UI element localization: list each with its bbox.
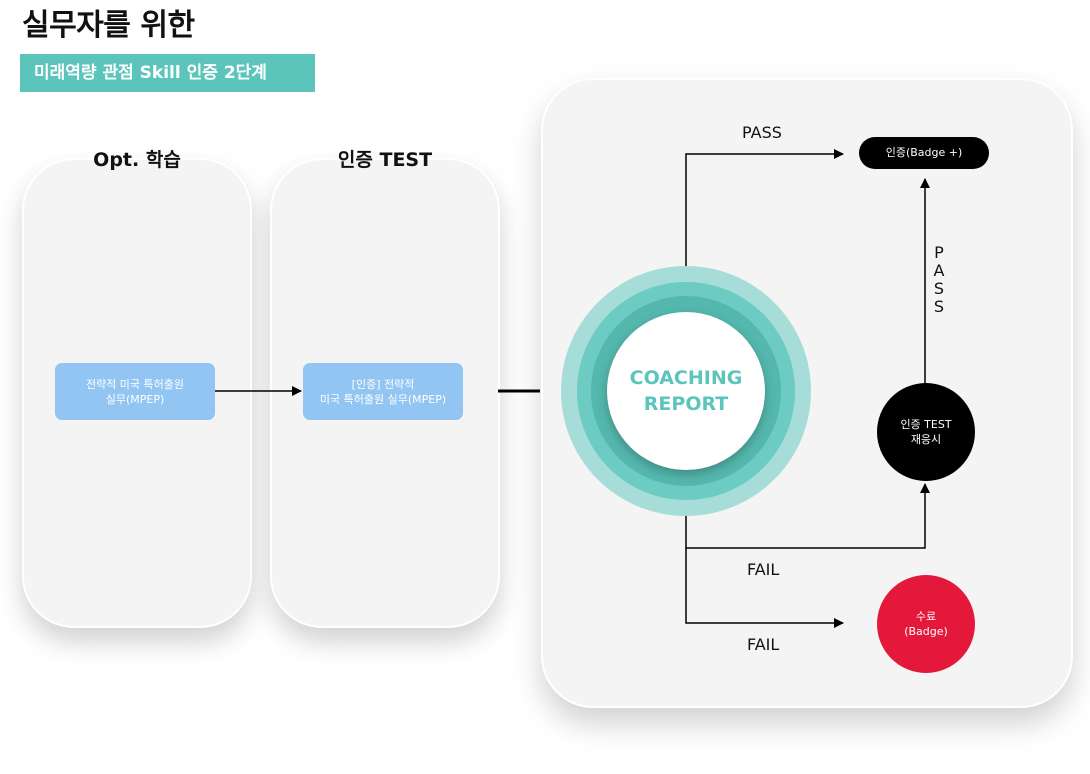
coaching-report-rings: COACHING REPORT xyxy=(561,266,811,516)
pass-label-top: PASS xyxy=(742,123,782,142)
retest-line-2: 재응시 xyxy=(910,433,942,446)
test-course-line-2: 미국 특허출원 실무(MPEP) xyxy=(319,392,447,406)
completion-line-2: (Badge) xyxy=(904,625,948,638)
test-course-box: [인증] 전략적 미국 특허출원 실무(MPEP) xyxy=(303,363,463,420)
study-course-line-1: 전략적 미국 특허출원 xyxy=(85,377,185,391)
coaching-label: COACHING xyxy=(629,367,743,389)
pass-label-vertical: PASS xyxy=(933,243,945,316)
badge-plus-node: 인증(Badge +) xyxy=(859,137,989,169)
completion-line-1: 수료 xyxy=(915,610,937,623)
retest-node: 인증 TEST 재응시 xyxy=(877,383,975,481)
study-course-line-2: 실무(MPEP) xyxy=(105,392,165,406)
study-course-box: 전략적 미국 특허출원 실무(MPEP) xyxy=(55,363,215,420)
fail-label-retest: FAIL xyxy=(747,560,780,579)
test-course-line-1: [인증] 전략적 xyxy=(351,377,415,391)
fail-label-complete: FAIL xyxy=(747,635,780,654)
page-title: 실무자를 위한 xyxy=(22,8,195,43)
study-panel-title: Opt. 학습 xyxy=(93,149,181,171)
subtitle-tag: 미래역량 관점 Skill 인증 2단계 xyxy=(20,54,315,92)
completion-node: 수료 (Badge) xyxy=(877,575,975,673)
retest-line-1: 인증 TEST xyxy=(900,418,952,431)
test-panel-title: 인증 TEST xyxy=(337,149,433,171)
report-label: REPORT xyxy=(643,393,729,415)
coaching-report-core: COACHING REPORT xyxy=(607,312,765,470)
